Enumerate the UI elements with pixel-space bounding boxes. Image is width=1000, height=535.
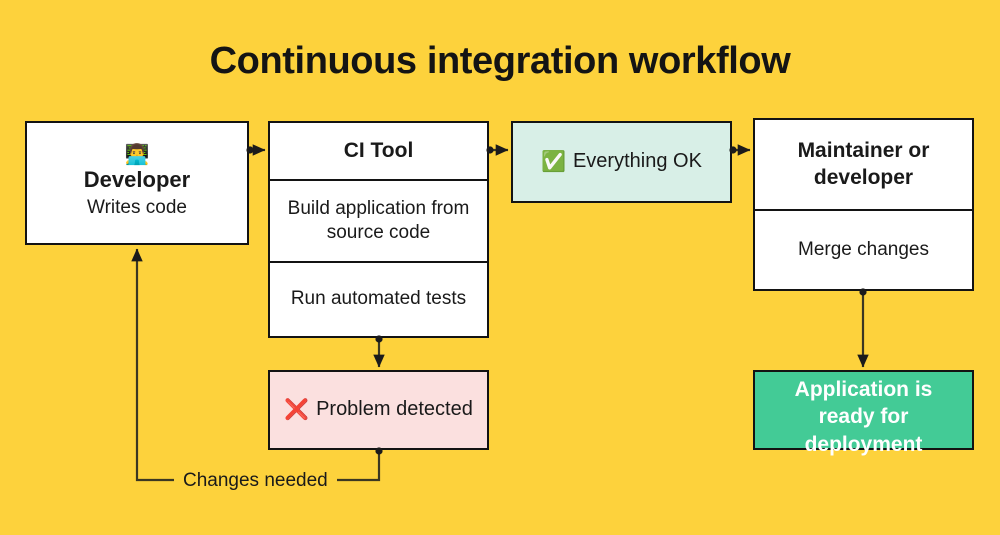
ci-tool-title: CI Tool	[343, 138, 414, 162]
check-mark-icon: ✅	[541, 151, 566, 173]
edge-label-changes-needed: Changes needed	[174, 470, 337, 493]
node-application-ready[interactable]: Application is ready for deployment	[753, 370, 974, 456]
page-title: Continuous integration workflow	[209, 40, 791, 82]
problem-detected-content: ❌ Problem detected	[270, 372, 487, 448]
maintainer-action: Merge changes	[755, 209, 972, 289]
node-problem-detected[interactable]: ❌ Problem detected	[268, 370, 489, 450]
maintainer-title: Maintainer or developer	[797, 138, 930, 189]
application-ready-content: Application is ready for deployment	[755, 372, 972, 462]
ci-tool-step-tests: Run automated tests	[270, 261, 487, 336]
everything-ok-content: ✅ Everything OK	[513, 123, 730, 201]
developer-content: 👨‍💻 Developer Writes code	[27, 123, 247, 243]
application-ready-label: Application is ready for deployment	[794, 378, 933, 456]
developer-title: Developer	[83, 166, 191, 192]
problem-detected-label: Problem detected	[316, 398, 473, 421]
node-developer[interactable]: 👨‍💻 Developer Writes code	[25, 121, 249, 245]
edge-everything-ok-to-maintainer	[729, 144, 751, 156]
everything-ok-label: Everything OK	[572, 150, 702, 173]
edge-ci-tool-to-everything-ok	[486, 144, 509, 156]
cross-mark-icon: ❌	[284, 399, 310, 421]
node-maintainer[interactable]: Maintainer or developer Merge changes	[753, 118, 974, 291]
ci-tool-step-build: Build application from source code	[270, 179, 487, 261]
node-everything-ok[interactable]: ✅ Everything OK	[511, 121, 732, 203]
edge-ci-tool-to-problem	[373, 335, 385, 368]
edge-problem-to-developer	[131, 248, 383, 482]
technologist-icon: 👨‍💻	[124, 143, 150, 166]
edge-developer-to-ci-tool	[246, 144, 266, 156]
edge-maintainer-to-application-ready	[857, 288, 869, 368]
developer-subtitle: Writes code	[87, 197, 187, 219]
